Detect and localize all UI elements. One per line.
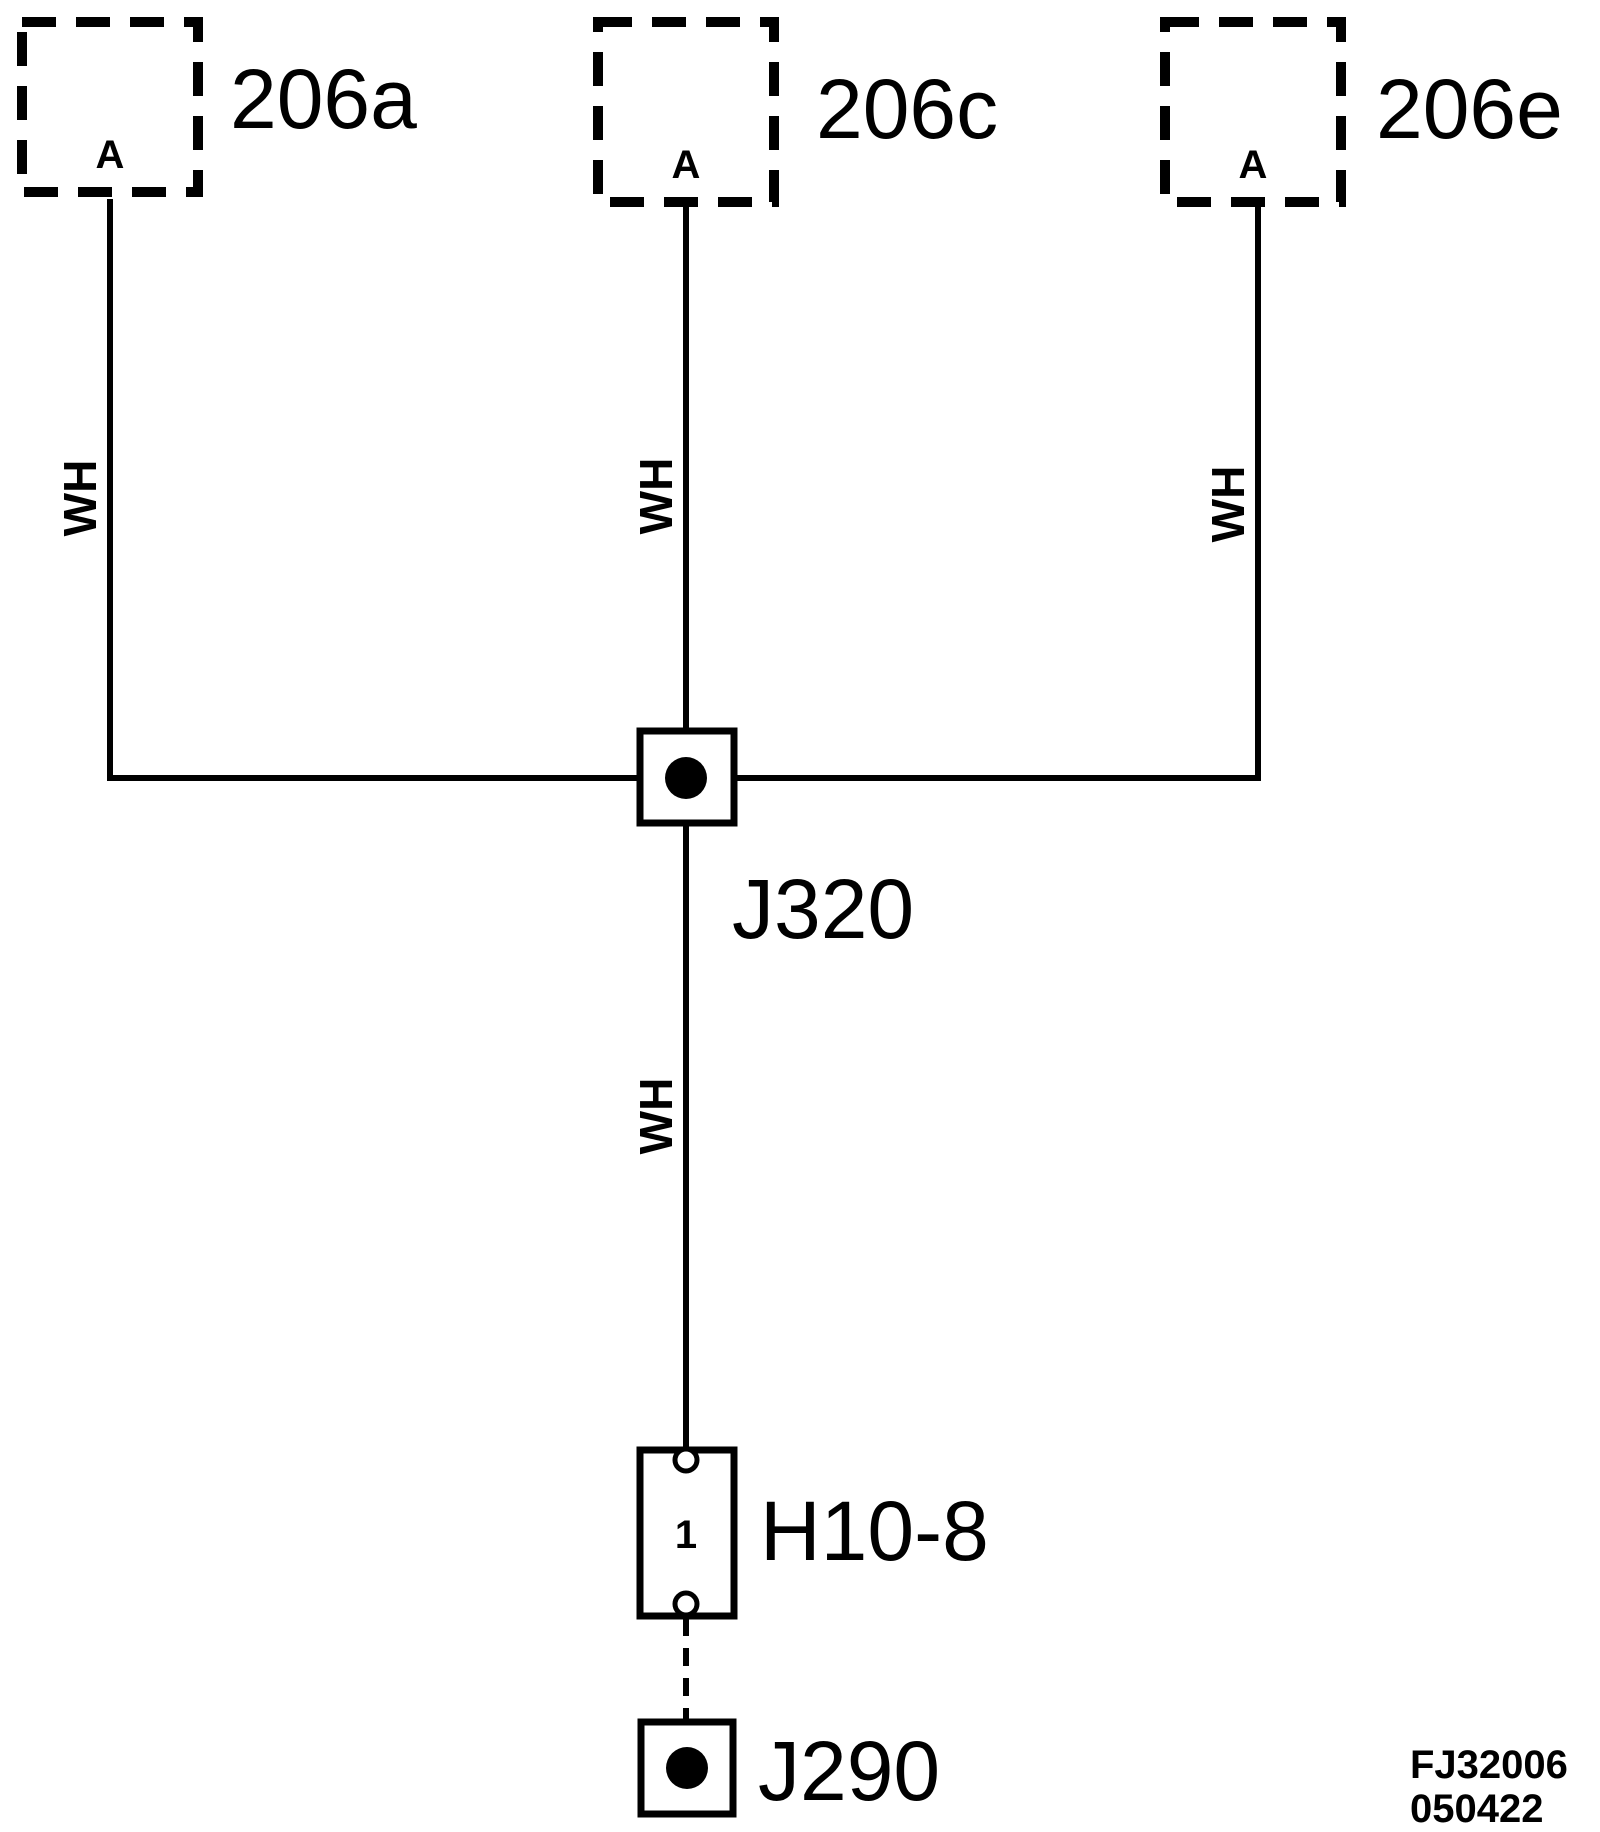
- figure-code-line1: FJ32006: [1410, 1743, 1568, 1787]
- connector-206a: A 206a: [17, 17, 417, 197]
- connector-206c-outline: [593, 17, 779, 207]
- connector-206a-outline: [17, 17, 203, 197]
- wire-206c-color: WH: [630, 458, 682, 535]
- connector-h10-8-pin-bottom: [672, 1590, 700, 1618]
- connector-206e-outline: [1160, 17, 1346, 207]
- wire-206a-color: WH: [54, 460, 106, 537]
- splice-j290-dot: [666, 1747, 708, 1789]
- connector-h10-8-pin-label: 1: [675, 1513, 697, 1557]
- connector-206a-pin-label: A: [96, 133, 125, 177]
- connector-206e: A 206e: [1160, 17, 1563, 207]
- splice-j320-label: J320: [732, 862, 914, 956]
- splice-j290: J290: [637, 1718, 940, 1818]
- splice-j320-dot: [665, 757, 707, 799]
- connector-206c-pin-label: A: [672, 143, 701, 187]
- wire-splice-color: WH: [630, 1078, 682, 1155]
- connector-h10-8-pin-top: [672, 1446, 700, 1474]
- splice-j290-box: [637, 1718, 737, 1818]
- connector-206c-label: 206c: [816, 62, 998, 156]
- connector-206c: A 206c: [593, 17, 998, 207]
- connector-h10-8-label: H10-8: [760, 1484, 989, 1578]
- connector-206e-label: 206e: [1376, 62, 1563, 156]
- connector-206e-pin-label: A: [1239, 143, 1268, 187]
- connector-h10-8: 1 H10-8: [636, 1446, 989, 1620]
- splice-j290-label: J290: [758, 1724, 940, 1818]
- wire-206e-color: WH: [1202, 466, 1254, 543]
- splice-j320: J320: [636, 727, 914, 956]
- figure-code-line2: 050422: [1410, 1787, 1543, 1831]
- connector-206a-label: 206a: [230, 52, 417, 146]
